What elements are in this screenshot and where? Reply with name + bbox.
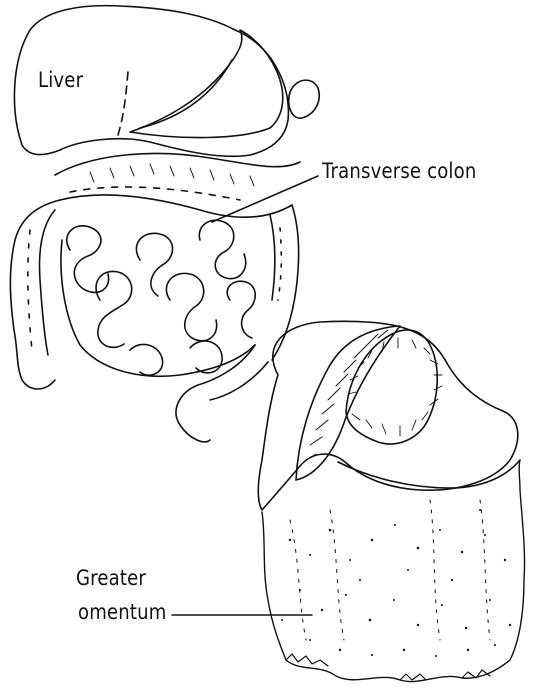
- ascending-colon-inner: [40, 210, 55, 355]
- greater-omentum-label-line2: omentum: [78, 602, 167, 623]
- greater-omentum-label-line1: Greater: [76, 568, 146, 589]
- spleen-outline: [289, 80, 319, 118]
- small-intestine-loop: [166, 273, 216, 340]
- descending-colon: [272, 205, 299, 360]
- sigmoid-colon: [176, 345, 255, 442]
- stomach-fold: [140, 60, 232, 128]
- small-intestine-outline: [61, 240, 255, 376]
- small-intestine-loop: [130, 344, 163, 375]
- descending-colon-marks: [278, 228, 281, 300]
- small-intestine-loop: [227, 281, 255, 338]
- greater-omentum-texture: [281, 509, 511, 657]
- ascending-colon: [10, 200, 60, 389]
- greater-omentum-dashes: [290, 500, 490, 640]
- lower-omentum-edge: [338, 460, 520, 488]
- transverse-colon-label: Transverse colon: [322, 161, 476, 182]
- descending-colon-inner: [270, 215, 275, 300]
- liver-lobe-line: [118, 72, 128, 135]
- lower-organ-outline: [258, 321, 518, 510]
- ascending-colon-dashes: [28, 230, 32, 350]
- small-intestine-loop: [199, 220, 245, 278]
- transverse-colon-dashes: [70, 187, 240, 200]
- small-intestine-loop: [190, 341, 222, 373]
- small-intestine-loop: [96, 271, 132, 347]
- transverse-colon-hatch: [90, 164, 254, 186]
- small-intestine-loop: [67, 226, 109, 293]
- stomach-outline: [130, 30, 283, 138]
- liver-label: Liver: [38, 70, 83, 91]
- transverse-colon-lower: [60, 195, 292, 217]
- transverse-colon-upper: [55, 153, 300, 175]
- greater-omentum-jag: [286, 654, 490, 680]
